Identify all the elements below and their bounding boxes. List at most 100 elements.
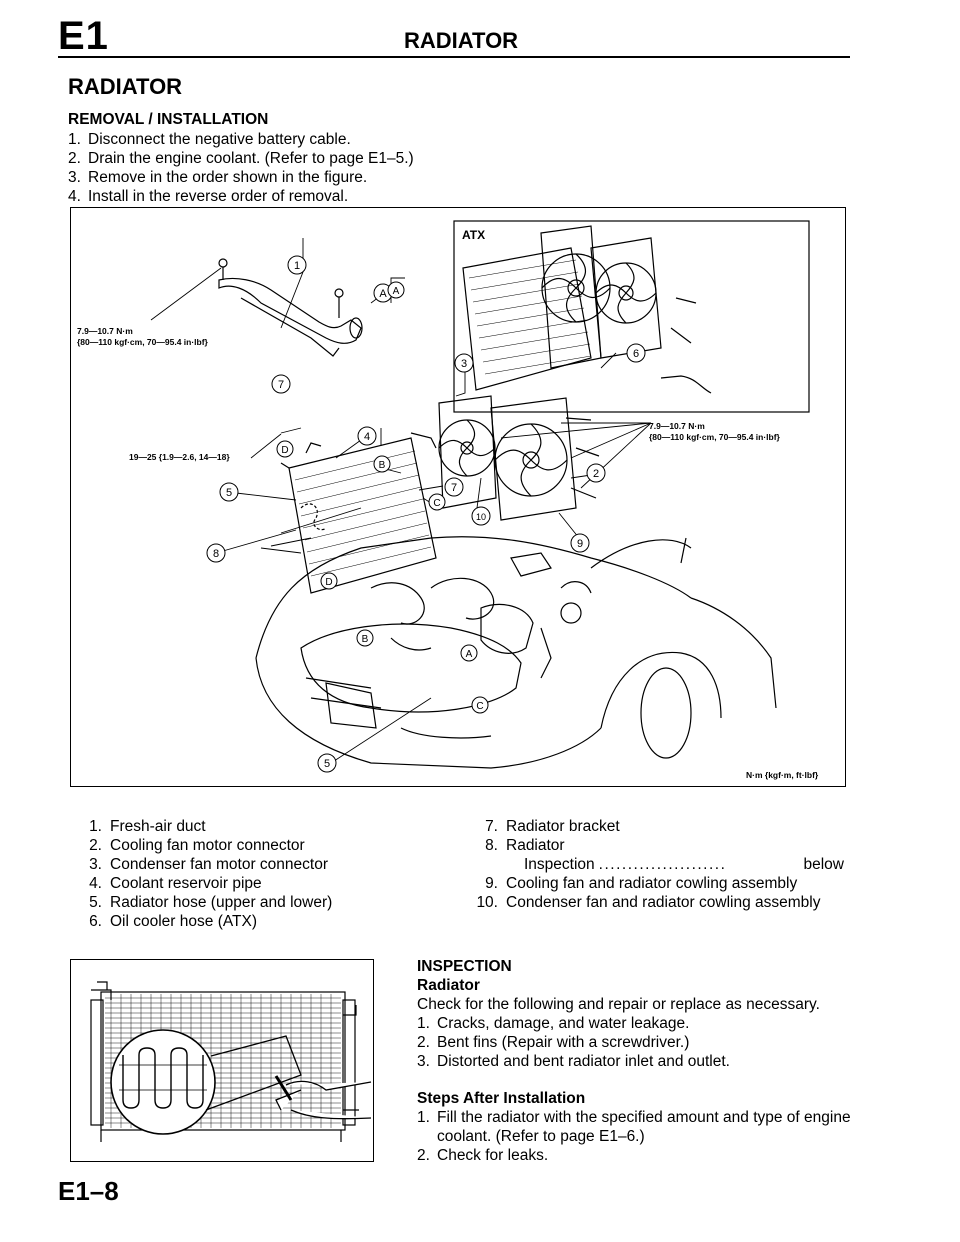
item-number: 3. — [89, 856, 102, 873]
item-text: Radiator — [506, 837, 565, 854]
item-text: Radiator bracket — [506, 818, 620, 835]
list-item: 9. Cooling fan and radiator cowling assem… — [468, 874, 888, 893]
after-step-text: Fill the radiator with the specified amo… — [437, 1109, 851, 1145]
parts-list-left: 1. Fresh-air duct 2. Cooling fan motor con… — [72, 817, 462, 931]
item-number: 6. — [89, 913, 102, 930]
after-step-number: 1. — [417, 1109, 430, 1126]
inspection-check: 3. Distorted and bent radiator inlet and … — [417, 1052, 857, 1071]
page-number: E1–8 — [58, 1176, 119, 1206]
removal-heading: REMOVAL / INSTALLATION — [68, 111, 269, 128]
item-number: 7. — [485, 818, 498, 835]
item-text: Radiator hose (upper and lower) — [110, 894, 333, 911]
callout-8: 8 — [213, 548, 219, 560]
callout-3: 3 — [461, 358, 467, 370]
after-installation-heading: Steps After Installation — [417, 1090, 586, 1107]
after-installation-step: 1. Fill the radiator with the specified a… — [417, 1108, 857, 1146]
callout-2: 2 — [593, 468, 599, 480]
callout-4: 4 — [364, 431, 370, 443]
exploded-diagram: 1 A 3 6 7 4 2 5 7 10 8 9 5 A D B C D B A… — [70, 207, 846, 787]
step-text: Remove in the order shown in the figure. — [88, 169, 368, 186]
step-text: Drain the engine coolant. (Refer to page… — [88, 150, 414, 167]
step-text: Install in the reverse order of removal. — [88, 188, 349, 205]
callout-a2: A — [466, 649, 473, 660]
atx-radiator-illustration — [462, 225, 712, 394]
vehicle-illustration — [255, 536, 777, 769]
list-item: 7. Radiator bracket — [468, 817, 888, 836]
list-item: 5. Radiator hose (upper and lower) — [72, 893, 462, 912]
subitem-label: Inspection — [524, 856, 595, 873]
item-number: 9. — [485, 875, 498, 892]
callout-7: 7 — [278, 379, 284, 391]
radiator-inspection-drawing — [90, 981, 372, 1142]
header-rule — [58, 56, 850, 58]
list-item: 6. Oil cooler hose (ATX) — [72, 912, 462, 931]
list-item: 3.Condenser fan motor connector — [72, 855, 462, 874]
torque-spec-fan-imperial: {80—110 kgf·cm, 70—95.4 in·lbf} — [649, 432, 781, 442]
item-number: 1. — [89, 818, 102, 835]
list-item: 1. Fresh-air duct — [72, 817, 462, 836]
check-text: Cracks, damage, and water leakage. — [437, 1015, 690, 1032]
callout-a: A — [379, 288, 387, 300]
torque-spec-duct-imperial: {80—110 kgf·cm, 70—95.4 in·lbf} — [77, 337, 209, 347]
inspection-subheading: Radiator — [417, 977, 480, 994]
item-number: 8. — [485, 837, 498, 854]
step-number: 2. — [68, 150, 81, 167]
step-number: 4. — [68, 188, 81, 205]
fan-assemblies-illustration — [438, 395, 600, 521]
list-item: 10. Condenser fan and radiator cowling as… — [468, 893, 888, 912]
inspection-check: 2. Bent fins (Repair with a screwdriver.) — [417, 1033, 857, 1052]
step-number: 1. — [68, 131, 81, 148]
item-text: Cooling fan and radiator cowling assembl… — [506, 875, 798, 892]
atx-inset-frame — [453, 220, 810, 413]
callout-7b: 7 — [451, 482, 457, 494]
inspection-section: INSPECTION Radiator Check for the follow… — [417, 957, 857, 1165]
list-item: 4.Coolant reservoir pipe — [72, 874, 462, 893]
fresh-air-duct-illustration — [218, 258, 363, 357]
subitem-ref: below — [803, 856, 845, 873]
item-text: Condenser fan and radiator cowling assem… — [506, 894, 821, 911]
callout-5: 5 — [226, 487, 232, 499]
after-step-text: Check for leaks. — [437, 1147, 549, 1164]
torque-spec-fan: 7.9—10.7 N·m — [649, 421, 705, 431]
page-title: RADIATOR — [68, 74, 183, 99]
check-text: Bent fins (Repair with a screwdriver.) — [437, 1034, 690, 1051]
callout-10: 10 — [476, 512, 486, 522]
torque-unit-note: N·m {kgf·m, ft·lbf} — [746, 770, 819, 780]
callout-c2: C — [476, 701, 483, 712]
callout-c: C — [433, 498, 440, 509]
item-number: 2. — [89, 837, 102, 854]
torque-spec-bracket: 19—25 {1.9—2.6, 14—18} — [129, 452, 230, 462]
callout-b2: B — [362, 634, 369, 645]
item-text: Oil cooler hose (ATX) — [110, 913, 258, 930]
list-item: 8. Radiator — [468, 836, 888, 855]
item-number: 10. — [476, 894, 498, 911]
after-installation-step: 2.Check for leaks. — [417, 1146, 857, 1165]
inspection-check: 1.Cracks, damage, and water leakage. — [417, 1014, 857, 1033]
item-number: 5. — [89, 894, 102, 911]
removal-step: 3.Remove in the order shown in the figur… — [68, 168, 828, 187]
radiator-illustration — [280, 432, 437, 594]
atx-label: ATX — [462, 228, 485, 242]
header-title: RADIATOR — [404, 28, 519, 53]
check-number: 3. — [417, 1053, 430, 1070]
list-subitem: Inspection......................below — [468, 855, 844, 874]
parts-list-right: 7. Radiator bracket 8. Radiator Inspection… — [468, 817, 888, 912]
list-item: 2. Cooling fan motor connector — [72, 836, 462, 855]
callout-d2: D — [325, 577, 332, 588]
check-text: Distorted and bent radiator inlet and ou… — [437, 1053, 730, 1070]
removal-step: 4. Install in the reverse order of remova… — [68, 187, 828, 206]
inspection-intro: Check for the following and repair or re… — [417, 996, 820, 1013]
item-text: Cooling fan motor connector — [110, 837, 305, 854]
callout-9: 9 — [577, 538, 583, 550]
radiator-inspection-illustration — [70, 959, 374, 1162]
torque-spec-duct: 7.9—10.7 N·m — [77, 326, 133, 336]
check-number: 2. — [417, 1034, 430, 1051]
section-code: E1 — [58, 14, 109, 58]
callout-6: 6 — [633, 348, 639, 360]
inspection-heading: INSPECTION — [417, 958, 512, 975]
item-number: 4. — [89, 875, 102, 892]
callout-b: B — [379, 460, 386, 471]
item-text: Fresh-air duct — [110, 818, 206, 835]
removal-step: 2. Drain the engine coolant. (Refer to pa… — [68, 149, 828, 168]
callout-1: 1 — [294, 260, 300, 272]
